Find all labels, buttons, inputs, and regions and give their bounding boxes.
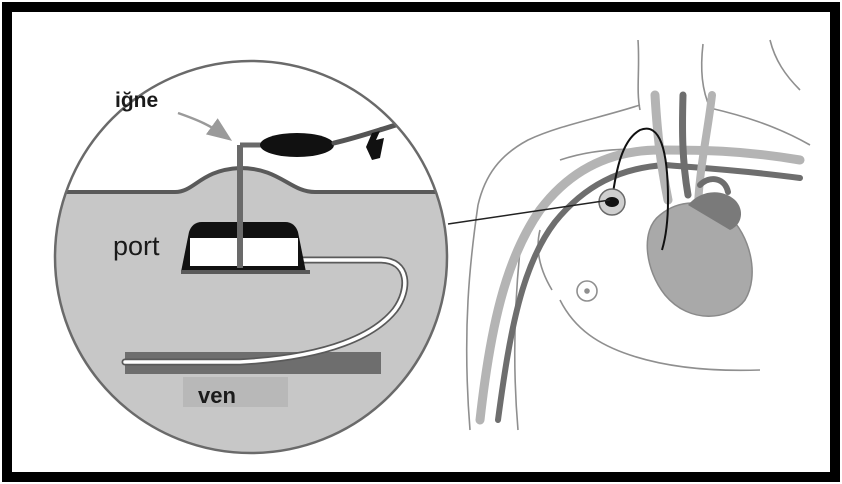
port-label: port xyxy=(113,231,160,261)
needle-hub xyxy=(260,133,334,157)
vein-label: ven xyxy=(198,383,236,408)
needle-label: iğne xyxy=(115,89,158,112)
